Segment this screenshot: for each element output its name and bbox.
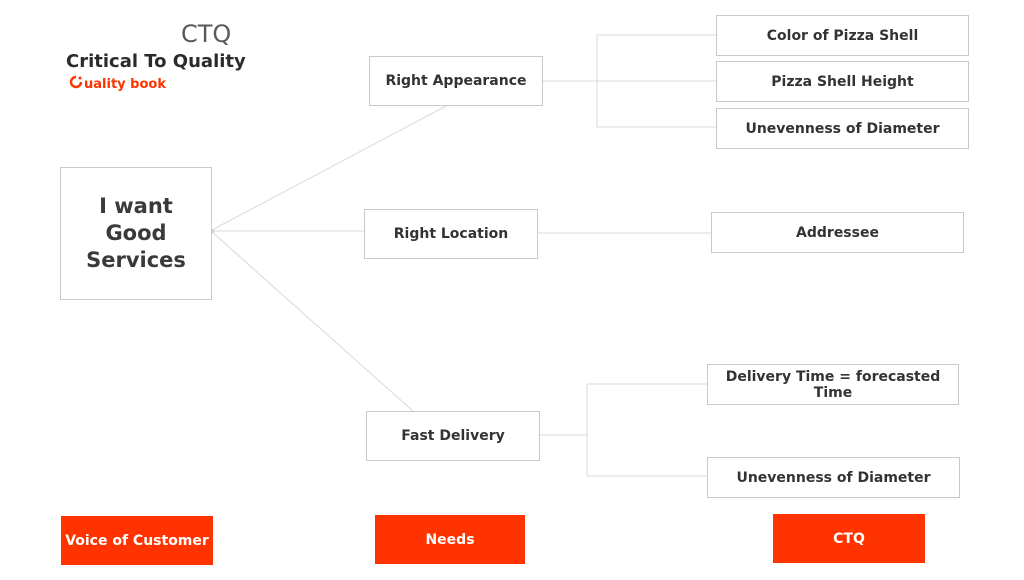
ctq-label: Addressee — [796, 224, 879, 241]
brand-logo: uality book — [69, 75, 166, 93]
voc-statement-box: I want Good Services — [60, 167, 212, 300]
ctq-label: Delivery Time = forecasted Time — [725, 368, 941, 401]
logo-q-icon — [69, 75, 83, 93]
connector-voc-to-appearance — [211, 104, 449, 231]
need-box-location: Right Location — [364, 209, 538, 259]
page-title: CTQ — [181, 20, 232, 48]
needs-column-label: Needs — [375, 515, 525, 564]
ctq-box-addressee: Addressee — [711, 212, 964, 253]
ctq-box-shell-color: Color of Pizza Shell — [716, 15, 969, 56]
page-subtitle: Critical To Quality — [66, 51, 246, 72]
need-box-delivery: Fast Delivery — [366, 411, 540, 461]
ctq-label: Unevenness of Diameter — [736, 469, 931, 486]
connector-voc-to-delivery — [211, 231, 414, 412]
ctq-box-shell-height: Pizza Shell Height — [716, 61, 969, 102]
ctq-box-diameter-2: Unevenness of Diameter — [707, 457, 960, 498]
need-label: Right Appearance — [385, 73, 527, 89]
connector-delivery-bracket — [586, 383, 708, 477]
ctq-column-label: CTQ — [773, 514, 925, 563]
ctq-label: Unevenness of Diameter — [745, 120, 940, 137]
ctq-box-diameter-1: Unevenness of Diameter — [716, 108, 969, 149]
ctq-label: Color of Pizza Shell — [766, 27, 919, 44]
voc-column-label: Voice of Customer — [61, 516, 213, 565]
need-label: Fast Delivery — [401, 428, 505, 444]
need-label: Right Location — [393, 226, 509, 242]
voc-column-text: Voice of Customer — [65, 532, 209, 549]
ctq-label: Pizza Shell Height — [771, 73, 914, 90]
voc-statement-text: I want Good Services — [86, 194, 186, 272]
logo-text: uality book — [84, 76, 166, 92]
ctq-box-delivery-time: Delivery Time = forecasted Time — [707, 364, 959, 405]
need-box-appearance: Right Appearance — [369, 56, 543, 106]
needs-column-text: Needs — [425, 531, 475, 548]
ctq-column-text: CTQ — [833, 530, 865, 547]
